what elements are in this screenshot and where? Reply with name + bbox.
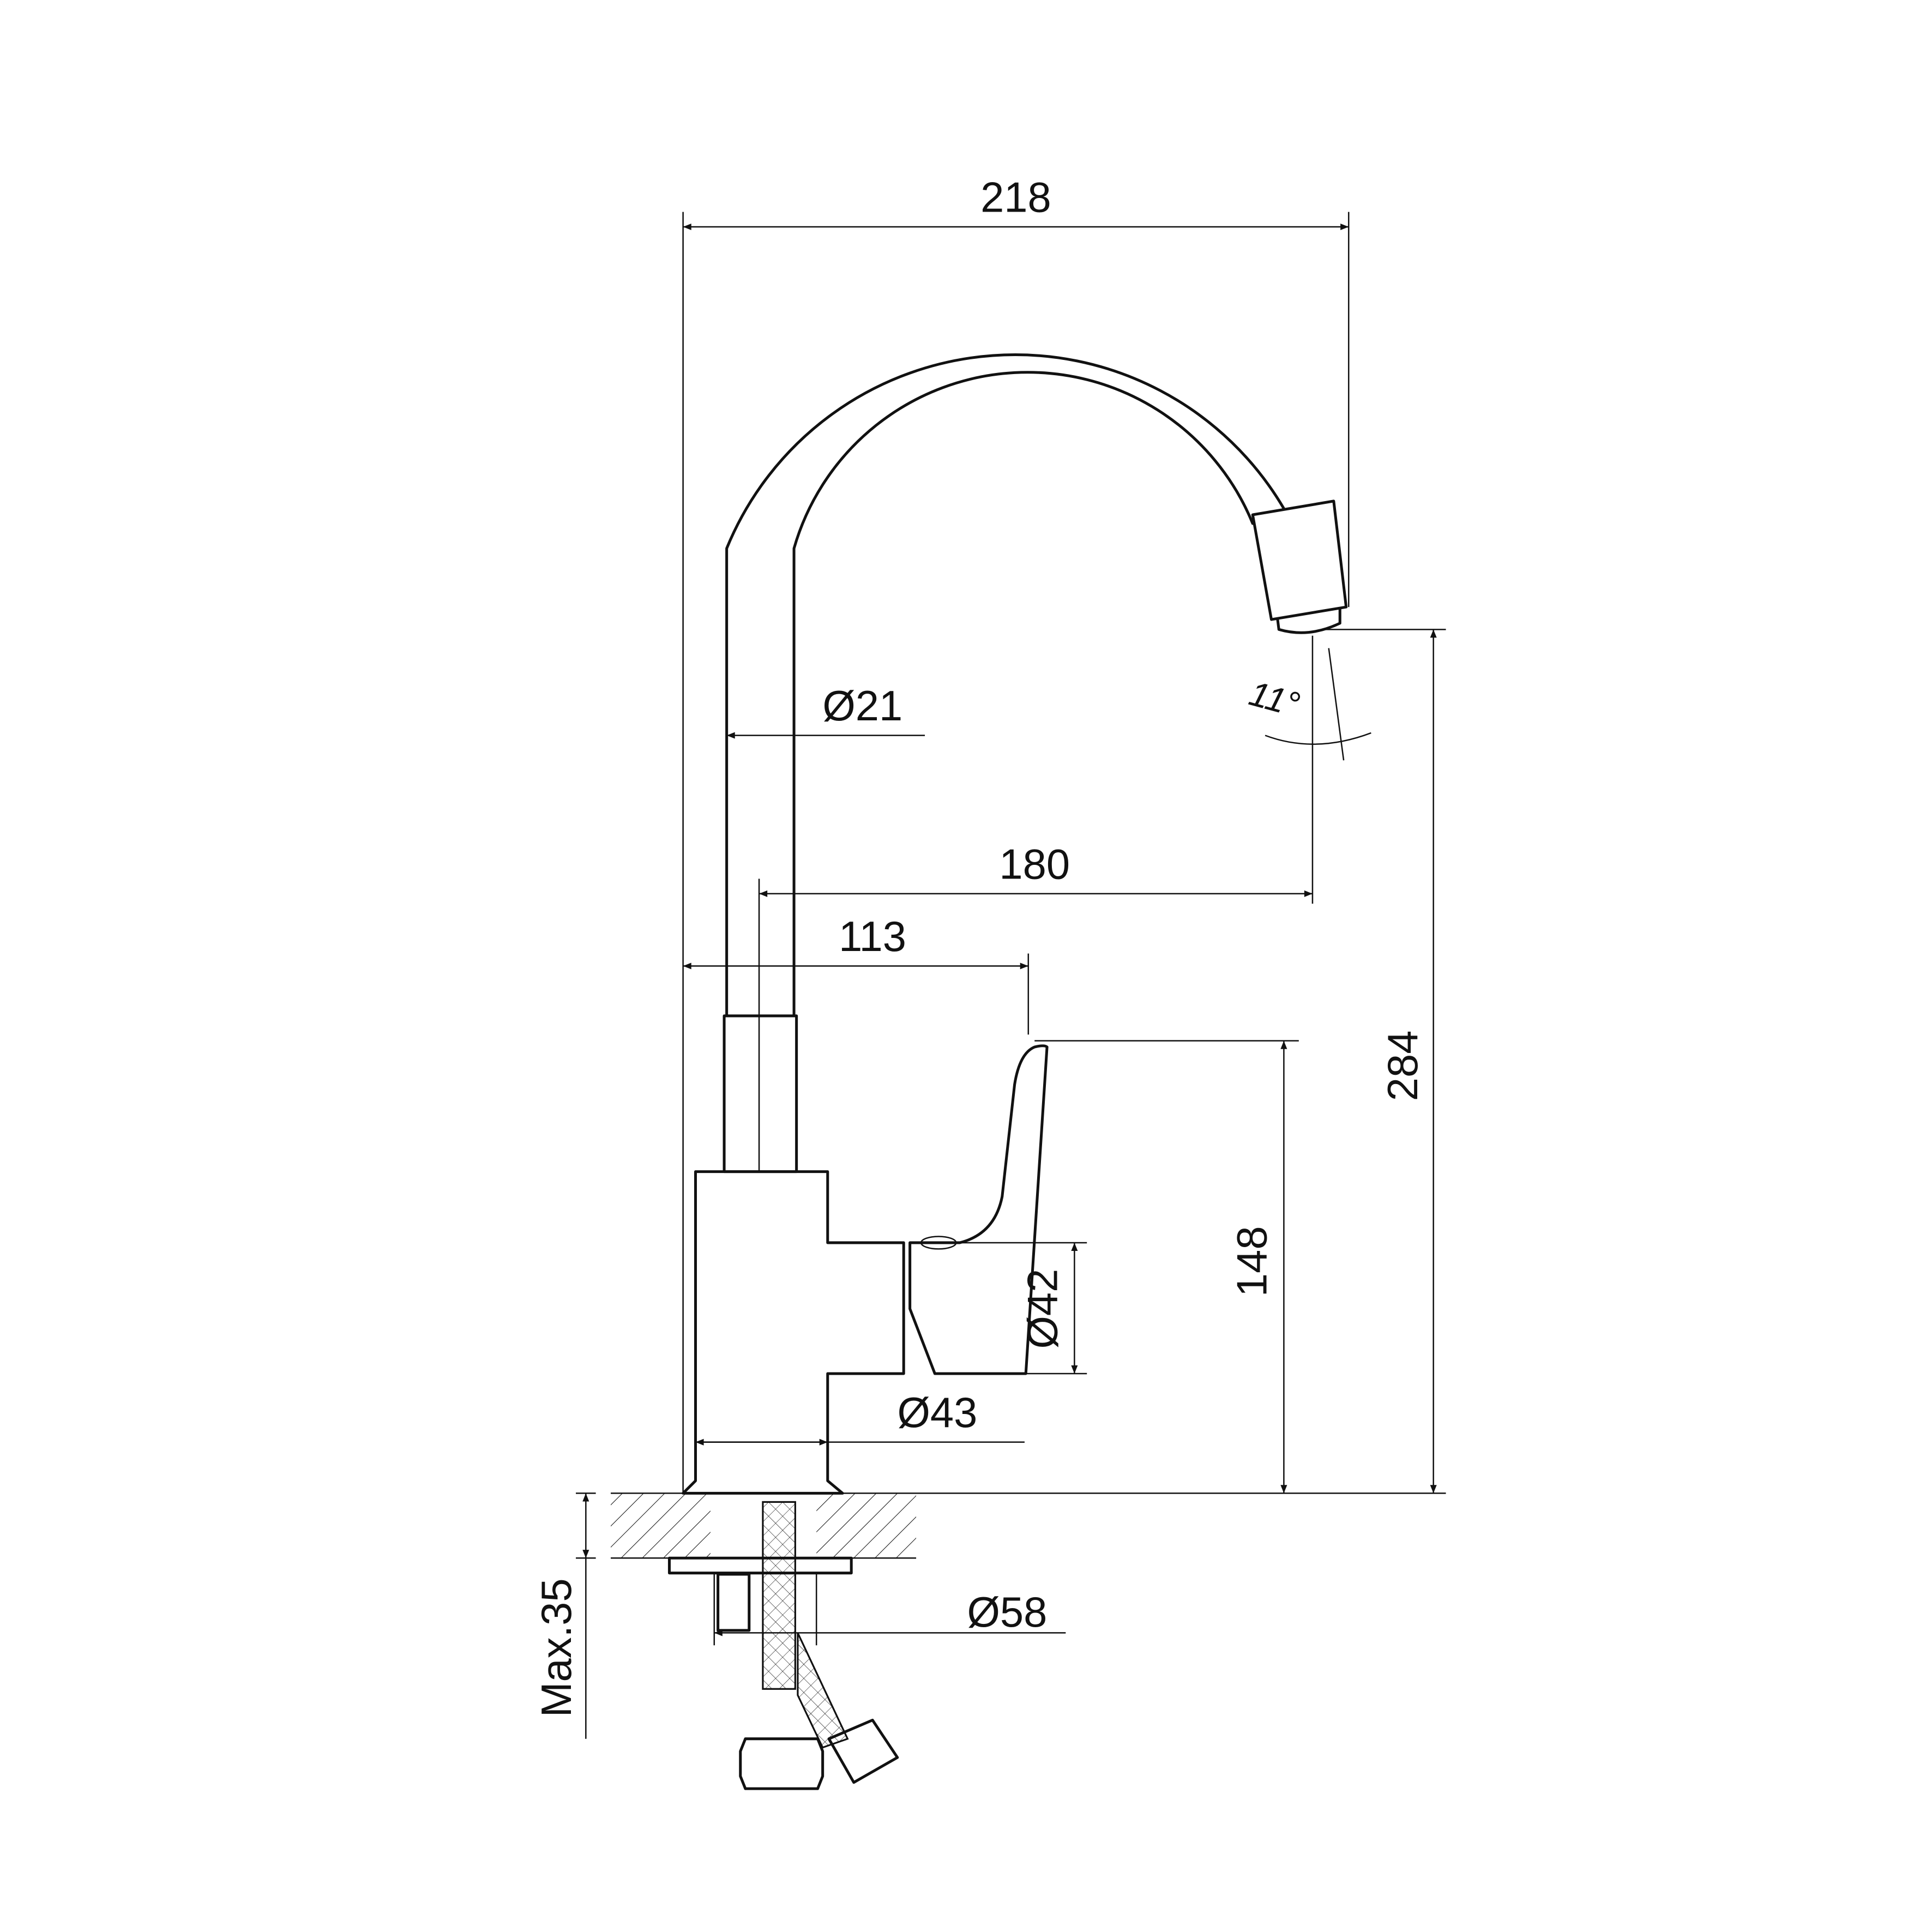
spout [725, 353, 1348, 1018]
dim-42-label: Ø42 [1019, 1269, 1066, 1349]
hose-nut [739, 1737, 824, 1790]
dim-max35-label: Max.35 [533, 1578, 580, 1717]
dimension-body-diameter: Ø43 [695, 1389, 1025, 1446]
dimension-spout-reach: 180 [759, 635, 1314, 904]
dim-284-label: 284 [1380, 1031, 1427, 1102]
angled-nut [827, 1718, 899, 1784]
dim-43-label: Ø43 [897, 1389, 977, 1436]
countertop-section [611, 1492, 1446, 1790]
handle [908, 1044, 1049, 1375]
dimension-overall-width: 218 [682, 174, 1350, 1494]
dimension-flange-diameter: Ø58 [713, 1573, 1066, 1646]
dim-180-label: 180 [999, 841, 1070, 888]
dim-21-label: Ø21 [822, 683, 902, 730]
dimension-overall-height: 284 [1323, 629, 1446, 1494]
dim-58-label: Ø58 [967, 1589, 1047, 1636]
dimension-cartridge-diameter: Ø42 [960, 1242, 1087, 1375]
dimension-aerator-angle: 11° [1245, 648, 1371, 761]
faucet-body [682, 878, 905, 1495]
dimension-handle-height: 148 [1034, 1040, 1299, 1494]
dim-11-label: 11° [1245, 673, 1304, 724]
dimension-max-counter-thickness: Max.35 [533, 1492, 596, 1739]
aerator [1251, 499, 1348, 621]
dim-113-label: 113 [839, 913, 906, 960]
dimension-spout-diameter: Ø21 [726, 683, 925, 739]
dim-218-label: 218 [980, 174, 1051, 221]
dimension-handle-reach: 113 [683, 913, 1030, 1035]
dim-148-label: 148 [1229, 1226, 1275, 1297]
